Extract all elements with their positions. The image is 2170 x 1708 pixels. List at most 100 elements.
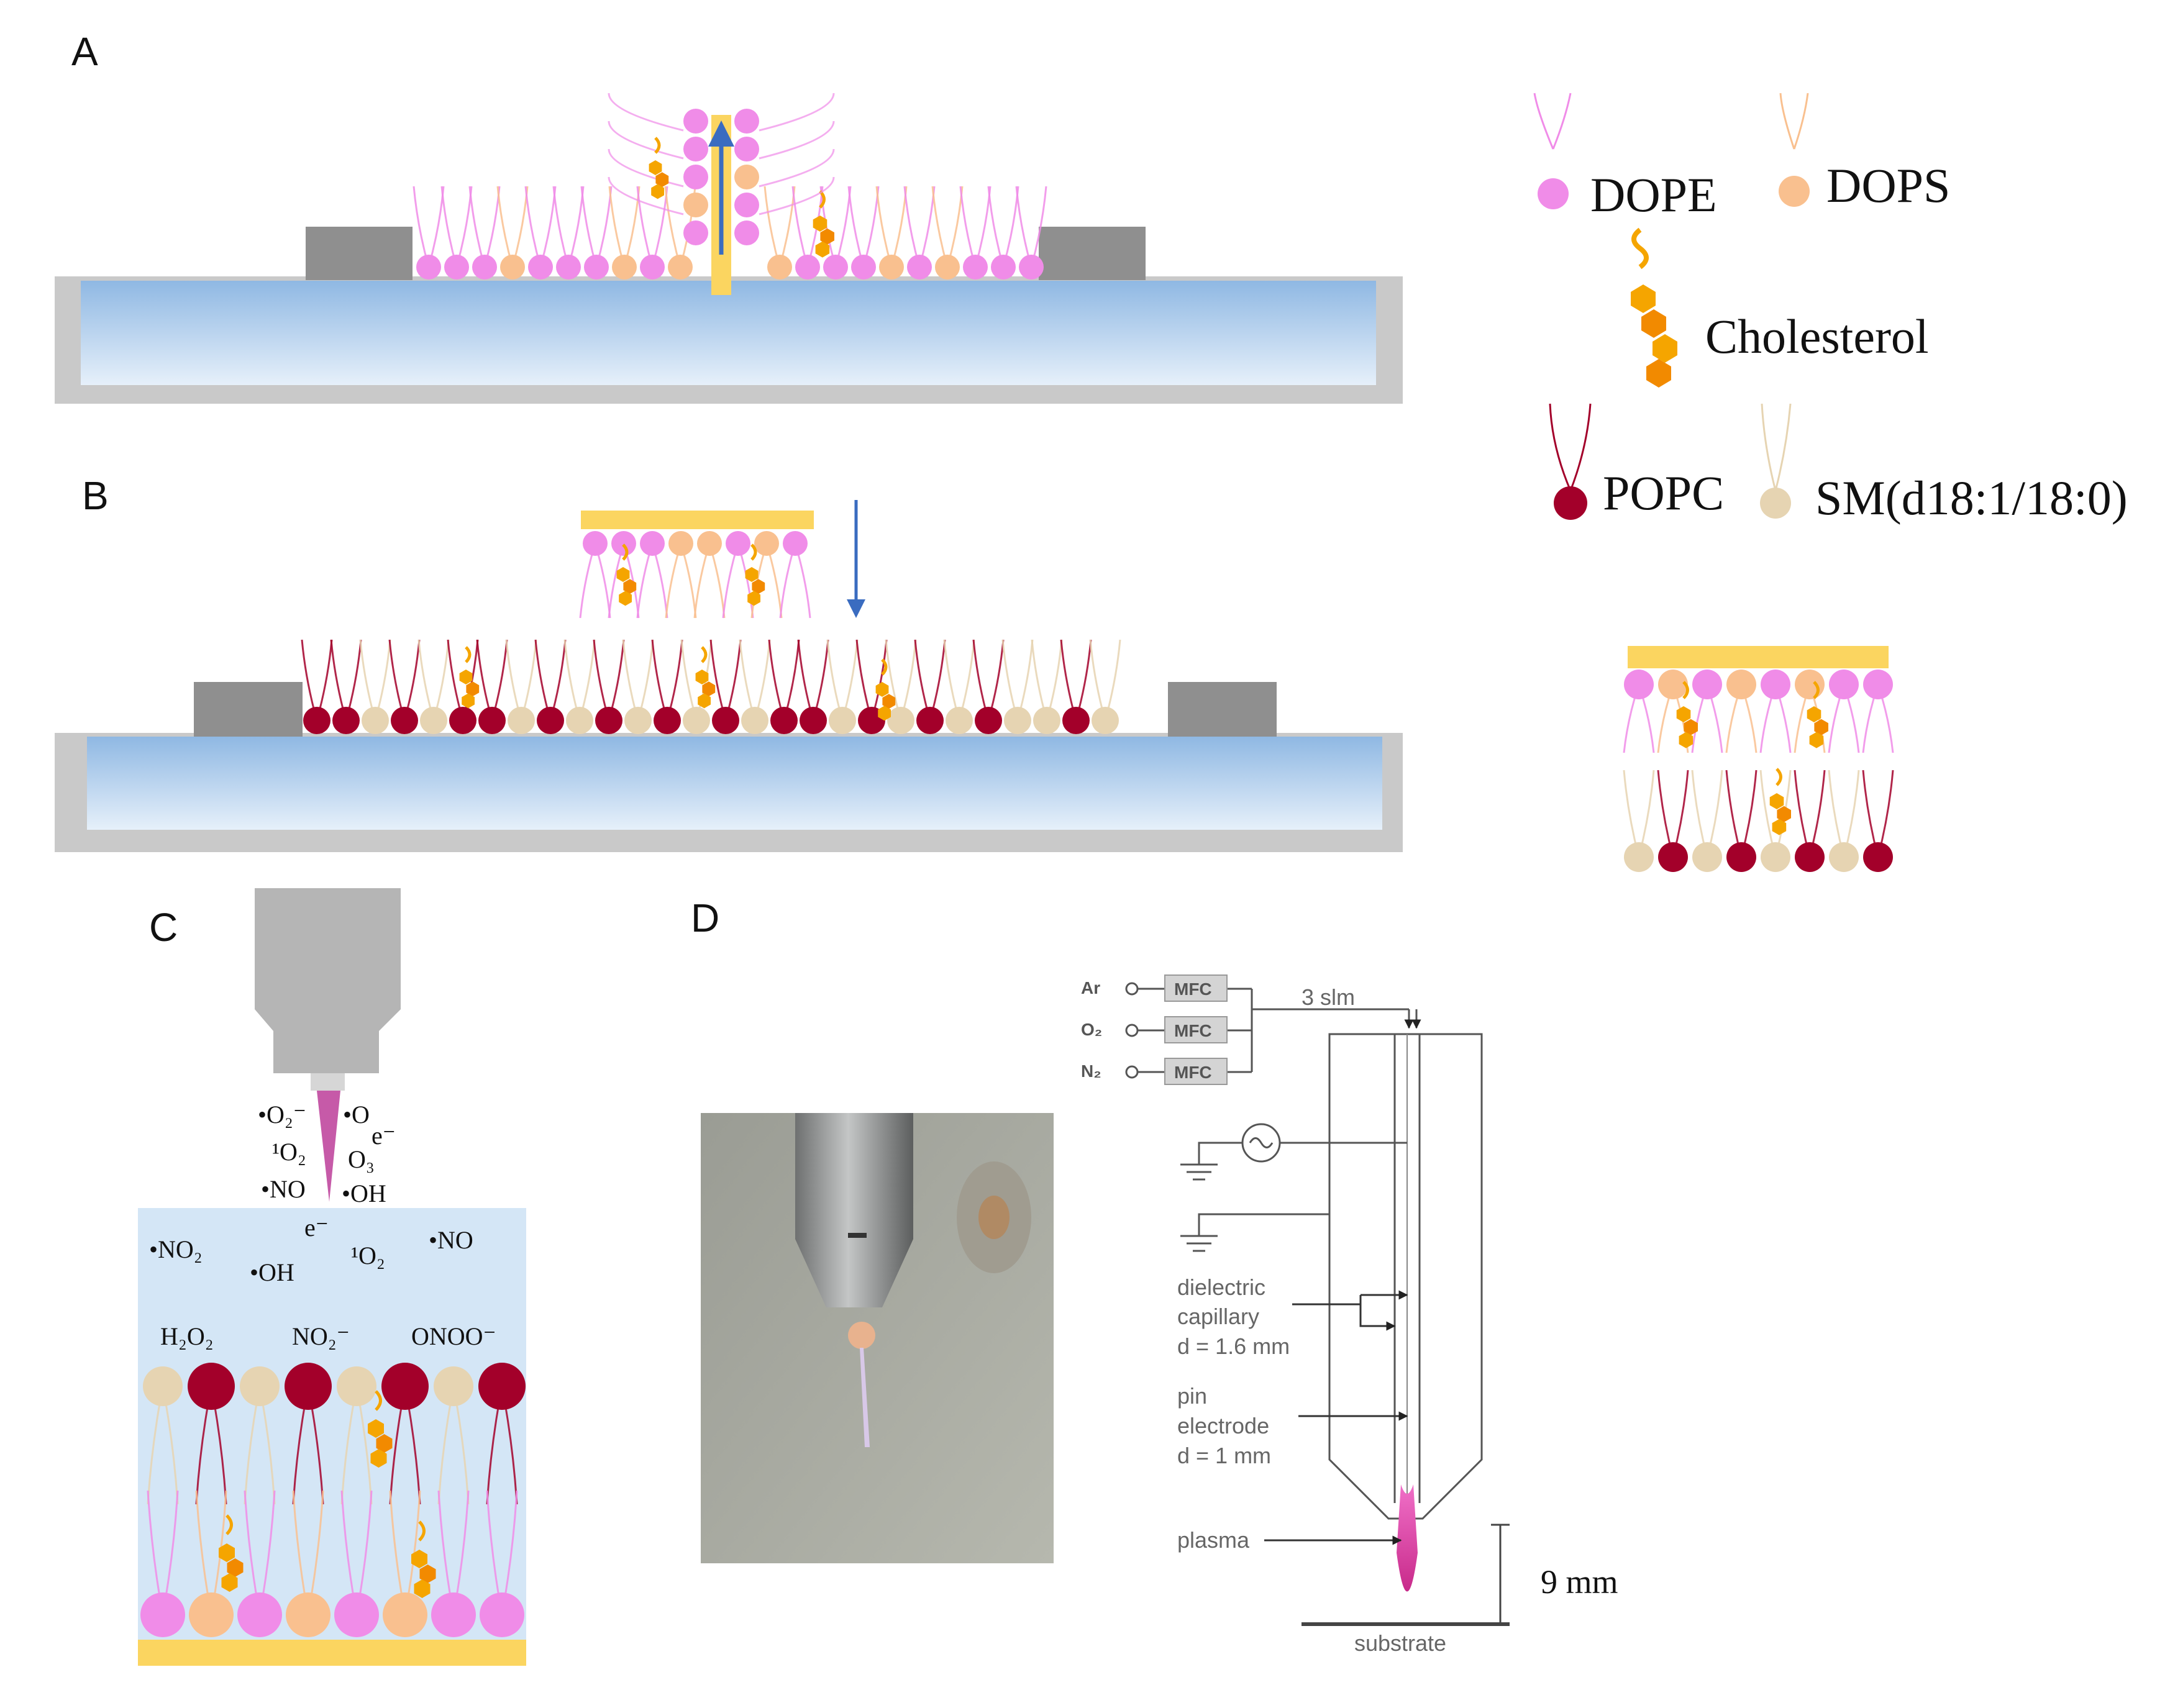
lipid-monolayer-b <box>301 639 1121 734</box>
lipid-head <box>556 255 581 279</box>
cholesterol-ring <box>1809 732 1824 748</box>
lipid-head <box>1795 670 1825 699</box>
cholesterol-ring <box>1814 719 1828 735</box>
lipid-head <box>783 531 808 556</box>
lipid-head <box>683 165 708 189</box>
bilayer-c <box>140 1363 526 1637</box>
lipid-head <box>416 255 441 279</box>
lipid-head <box>478 1363 526 1410</box>
lipid-head <box>683 109 708 134</box>
ground-icon <box>1180 1123 1407 1252</box>
legend-sm-label: SM(d18:1/18:0) <box>1815 471 2128 525</box>
cholesterol-ring <box>616 567 630 582</box>
trough-water-a <box>81 281 1376 385</box>
substrate-label: substrate <box>1354 1630 1446 1656</box>
lipid-head <box>754 531 779 556</box>
lipid-head <box>734 165 759 189</box>
lipid-head <box>879 255 904 279</box>
lipid-head <box>770 707 798 734</box>
lipid-head <box>334 1592 379 1637</box>
legend: DOPE DOPS Cholesterol POPC SM(d18:1 <box>1533 93 2128 525</box>
lipid-head <box>566 707 593 734</box>
cholesterol-tail <box>701 646 708 663</box>
lipid-head <box>508 707 535 734</box>
lipid-head <box>800 707 827 734</box>
lipid-head <box>1658 842 1688 872</box>
cholesterol-ring <box>227 1558 244 1577</box>
lipid-head <box>1863 670 1893 699</box>
lipid-head <box>391 707 418 734</box>
cholesterol-ring <box>1807 706 1821 722</box>
barrier-right-b <box>1168 682 1277 737</box>
cholesterol-tail <box>750 543 757 561</box>
flow-label: 3 slm <box>1302 984 1355 1010</box>
lipid-head <box>1062 707 1090 734</box>
lipid-head <box>734 137 759 161</box>
panel-letter-d: D <box>691 896 719 940</box>
legend-popc: POPC <box>1549 403 1724 520</box>
lipid-head <box>449 707 476 734</box>
cholesterol-ring <box>882 694 896 709</box>
plasma-jet-nozzle <box>255 888 401 1202</box>
lipid-head <box>528 255 553 279</box>
mfc-label-1: MFC <box>1174 979 1212 999</box>
lipid-head <box>946 707 973 734</box>
lipid-head <box>480 1592 524 1637</box>
gas-phase-species: •O₂⁻ •O e⁻ ¹O₂ O₃ •NO •OH <box>258 1101 396 1207</box>
lipid-tail <box>608 176 835 216</box>
mfc-boxes: MFC MFC MFC <box>1164 974 1228 1085</box>
lipid-head <box>726 531 750 556</box>
lipid-head <box>640 255 665 279</box>
lipid-head <box>654 707 681 734</box>
cholesterol-tail <box>465 646 472 663</box>
lipid-head <box>829 707 856 734</box>
cholesterol-ring <box>219 1543 235 1562</box>
liquid-species: •NO₂ e⁻ •OH ¹O₂ •NO H₂O₂ NO₂⁻ ONOO⁻ <box>149 1214 496 1350</box>
species-no-radical-2: •NO <box>429 1226 473 1254</box>
cholesterol-ring <box>370 1449 387 1468</box>
lipid-head <box>583 531 608 556</box>
panel-d: D Ar O₂ N₂ <box>691 896 1618 1656</box>
trough-water-b <box>87 737 1382 830</box>
lipid-head <box>500 255 525 279</box>
lipid-head <box>478 707 506 734</box>
lipid-head <box>472 255 497 279</box>
cholesterol-tail <box>375 1390 382 1411</box>
liquid-box <box>138 1208 526 1643</box>
cholesterol-tail <box>1813 681 1820 699</box>
panel-letter-a: A <box>71 29 98 74</box>
cholesterol-ring <box>419 1565 436 1583</box>
lipid-head <box>286 1592 331 1637</box>
bilayer-inset-support <box>1628 646 1889 668</box>
pin-label-2: electrode <box>1177 1413 1269 1438</box>
cholesterol-ring <box>462 693 475 709</box>
panel-letter-c: C <box>149 905 178 950</box>
cholesterol-ring <box>698 693 711 709</box>
lipid-head <box>1692 670 1722 699</box>
lipid-head <box>140 1592 185 1637</box>
cholesterol-ring <box>695 670 709 684</box>
lipid-head <box>1004 707 1031 734</box>
lipid-head <box>963 255 988 279</box>
lipid-head <box>1761 670 1790 699</box>
cholesterol-ring <box>623 579 637 594</box>
lipid-head <box>240 1366 280 1406</box>
species-peroxynitrite: ONOO⁻ <box>411 1322 496 1350</box>
lipid-head <box>991 255 1016 279</box>
cholesterol-ring <box>368 1419 384 1438</box>
gas-ar-label: Ar <box>1081 978 1100 997</box>
cholesterol-ring <box>651 184 664 199</box>
lipid-head <box>188 1363 235 1410</box>
cholesterol-ring <box>221 1573 238 1592</box>
lipid-head <box>381 1363 429 1410</box>
lipid-head <box>795 255 820 279</box>
species-no2-radical: •NO₂ <box>149 1235 203 1263</box>
panel-c: C •O₂⁻ •O e⁻ ¹O₂ O₃ •NO •OH •NO₂ e⁻ •OH … <box>138 888 526 1666</box>
legend-dope-label: DOPE <box>1590 168 1717 222</box>
cholesterol-tail <box>1776 768 1782 786</box>
lipid-head <box>851 255 876 279</box>
support-slide-c <box>138 1640 526 1666</box>
species-oh-radical-2: •OH <box>250 1258 294 1286</box>
gas-o2-label: O₂ <box>1081 1020 1102 1039</box>
